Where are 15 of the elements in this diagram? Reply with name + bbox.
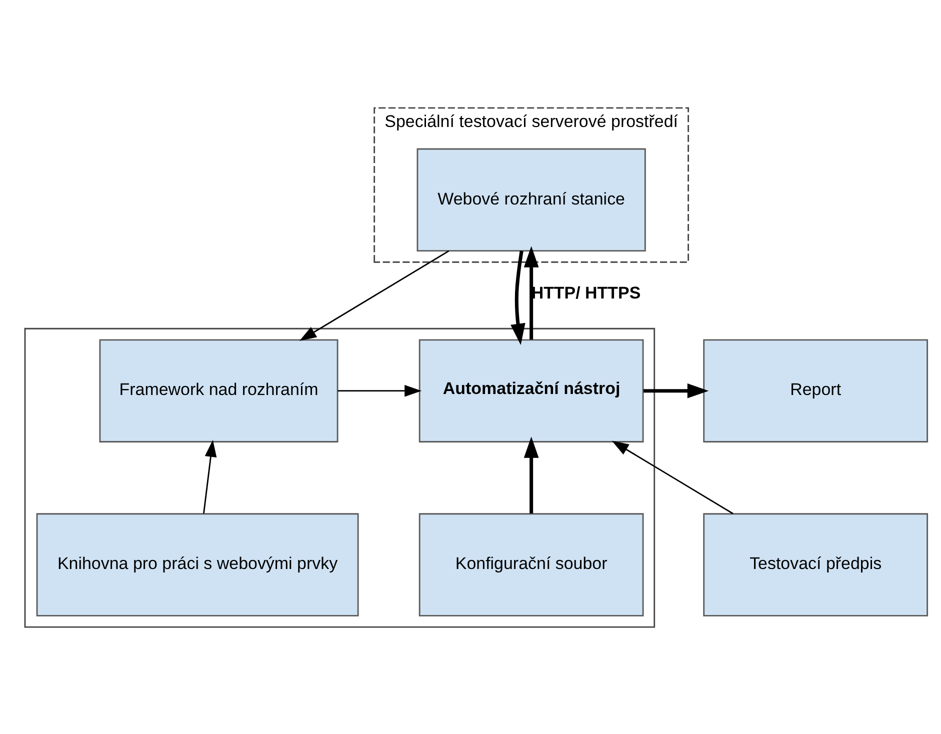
arrow (524, 436, 539, 513)
node-box: Framework nad rozhraním (99, 338, 338, 442)
node-box: Testovací předpis (703, 512, 928, 616)
node-box: Knihovna pro práci s webovými prvky (36, 512, 359, 616)
arrow (510, 250, 526, 344)
arrow (643, 382, 709, 398)
arrow (612, 440, 734, 514)
arrow (338, 384, 422, 396)
edge-label: HTTP/ HTTPS (531, 282, 641, 302)
node-box: Report (703, 338, 928, 442)
node-box: Webové rozhraní stanice (416, 148, 646, 252)
node-box: Konfigurační soubor (418, 512, 644, 616)
arrow (203, 439, 217, 514)
node-box: Automatizační nástroj (418, 338, 644, 442)
arrow (524, 246, 539, 339)
